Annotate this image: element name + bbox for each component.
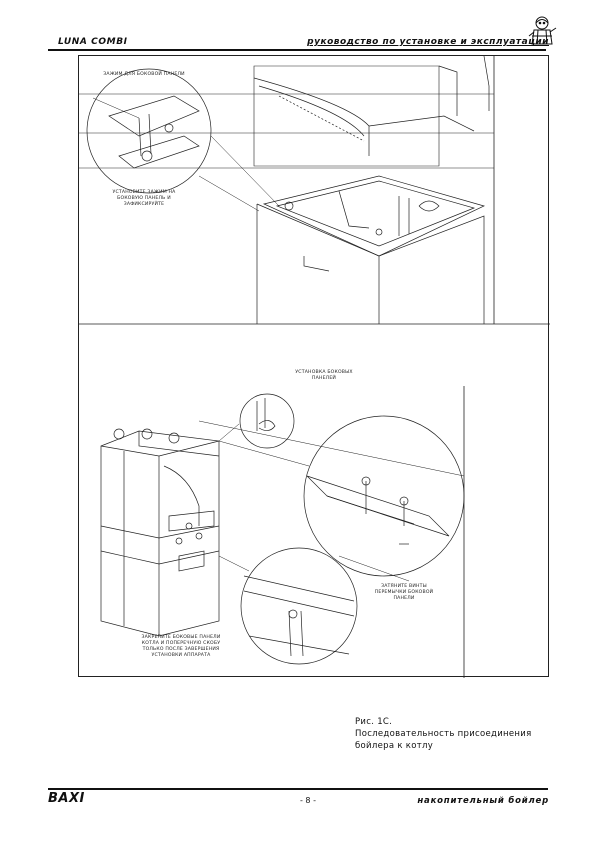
label-install-side-panels-line: УСТАНОВКА БОКОВЫХ [295, 370, 353, 375]
figure-frame: ЗАЖИМ ДЛЯ БОКОВОЙ ПАНЕЛИ УСТАНОВИТЕ ЗАЖИ… [78, 55, 550, 678]
brand-logo: BAXI [48, 791, 85, 806]
caption-text-line: Последовательность присоединения [355, 729, 532, 739]
footer-section-title: накопительный бойлер [417, 796, 549, 806]
label-fix-side-panels-line: ТОЛЬКО ПОСЛЕ ЗАВЕРШЕНИЯ [142, 647, 220, 652]
assembly-diagram [79, 56, 550, 678]
label-tighten-screws-line: ЗАТЯНИТЕ ВИНТЫ [381, 584, 427, 589]
header-manual-title: руководство по установке и эксплуатации [307, 37, 549, 47]
label-fix-side-panels: ЗАКРЕПИТЕ БОКОВЫЕ ПАНЕЛИ КОТЛА И ПОПЕРЕЧ… [131, 635, 231, 659]
label-fix-side-panels-line: ЗАКРЕПИТЕ БОКОВЫЕ ПАНЕЛИ [141, 635, 221, 640]
label-tighten-screws: ЗАТЯНИТЕ ВИНТЫ ПЕРЕМЫЧКИ БОКОВОЙ ПАНЕЛИ [359, 584, 449, 602]
mascot-logo-icon [528, 16, 557, 45]
page-number: - 8 - [300, 796, 316, 805]
label-install-clips-line: БОКОВУЮ ПАНЕЛЬ И [117, 196, 171, 201]
label-tighten-screws-line: ПЕРЕМЫЧКИ БОКОВОЙ [374, 590, 434, 595]
label-install-clips-line: УСТАНОВИТЕ ЗАЖИМ НА [112, 190, 176, 195]
label-install-side-panels: УСТАНОВКА БОКОВЫХ ПАНЕЛЕЙ [279, 370, 369, 382]
footer-rule [48, 788, 548, 790]
caption-figure-number: Рис. 1С. [355, 717, 393, 727]
caption-text-line: бойлера к котлу [355, 741, 434, 751]
label-tighten-screws-line: ПАНЕЛИ [393, 596, 415, 601]
label-side-panel-clip: ЗАЖИМ ДЛЯ БОКОВОЙ ПАНЕЛИ [103, 72, 185, 77]
label-install-clips: УСТАНОВИТЕ ЗАЖИМ НА БОКОВУЮ ПАНЕЛЬ И ЗАФ… [89, 190, 199, 208]
label-fix-side-panels-line: УСТАНОВКИ АППАРАТА [151, 653, 211, 658]
label-fix-side-panels-line: КОТЛА И ПОПЕРЕЧНУЮ СКОБУ [141, 641, 221, 646]
figure-caption: Рис. 1С. Последовательность присоединени… [355, 716, 532, 752]
header-rule [48, 49, 546, 51]
label-install-side-panels-line: ПАНЕЛЕЙ [311, 376, 337, 381]
header-product-name: LUNA COMBI [58, 37, 128, 47]
label-install-clips-line: ЗАФИКСИРУЙТЕ [123, 202, 165, 207]
